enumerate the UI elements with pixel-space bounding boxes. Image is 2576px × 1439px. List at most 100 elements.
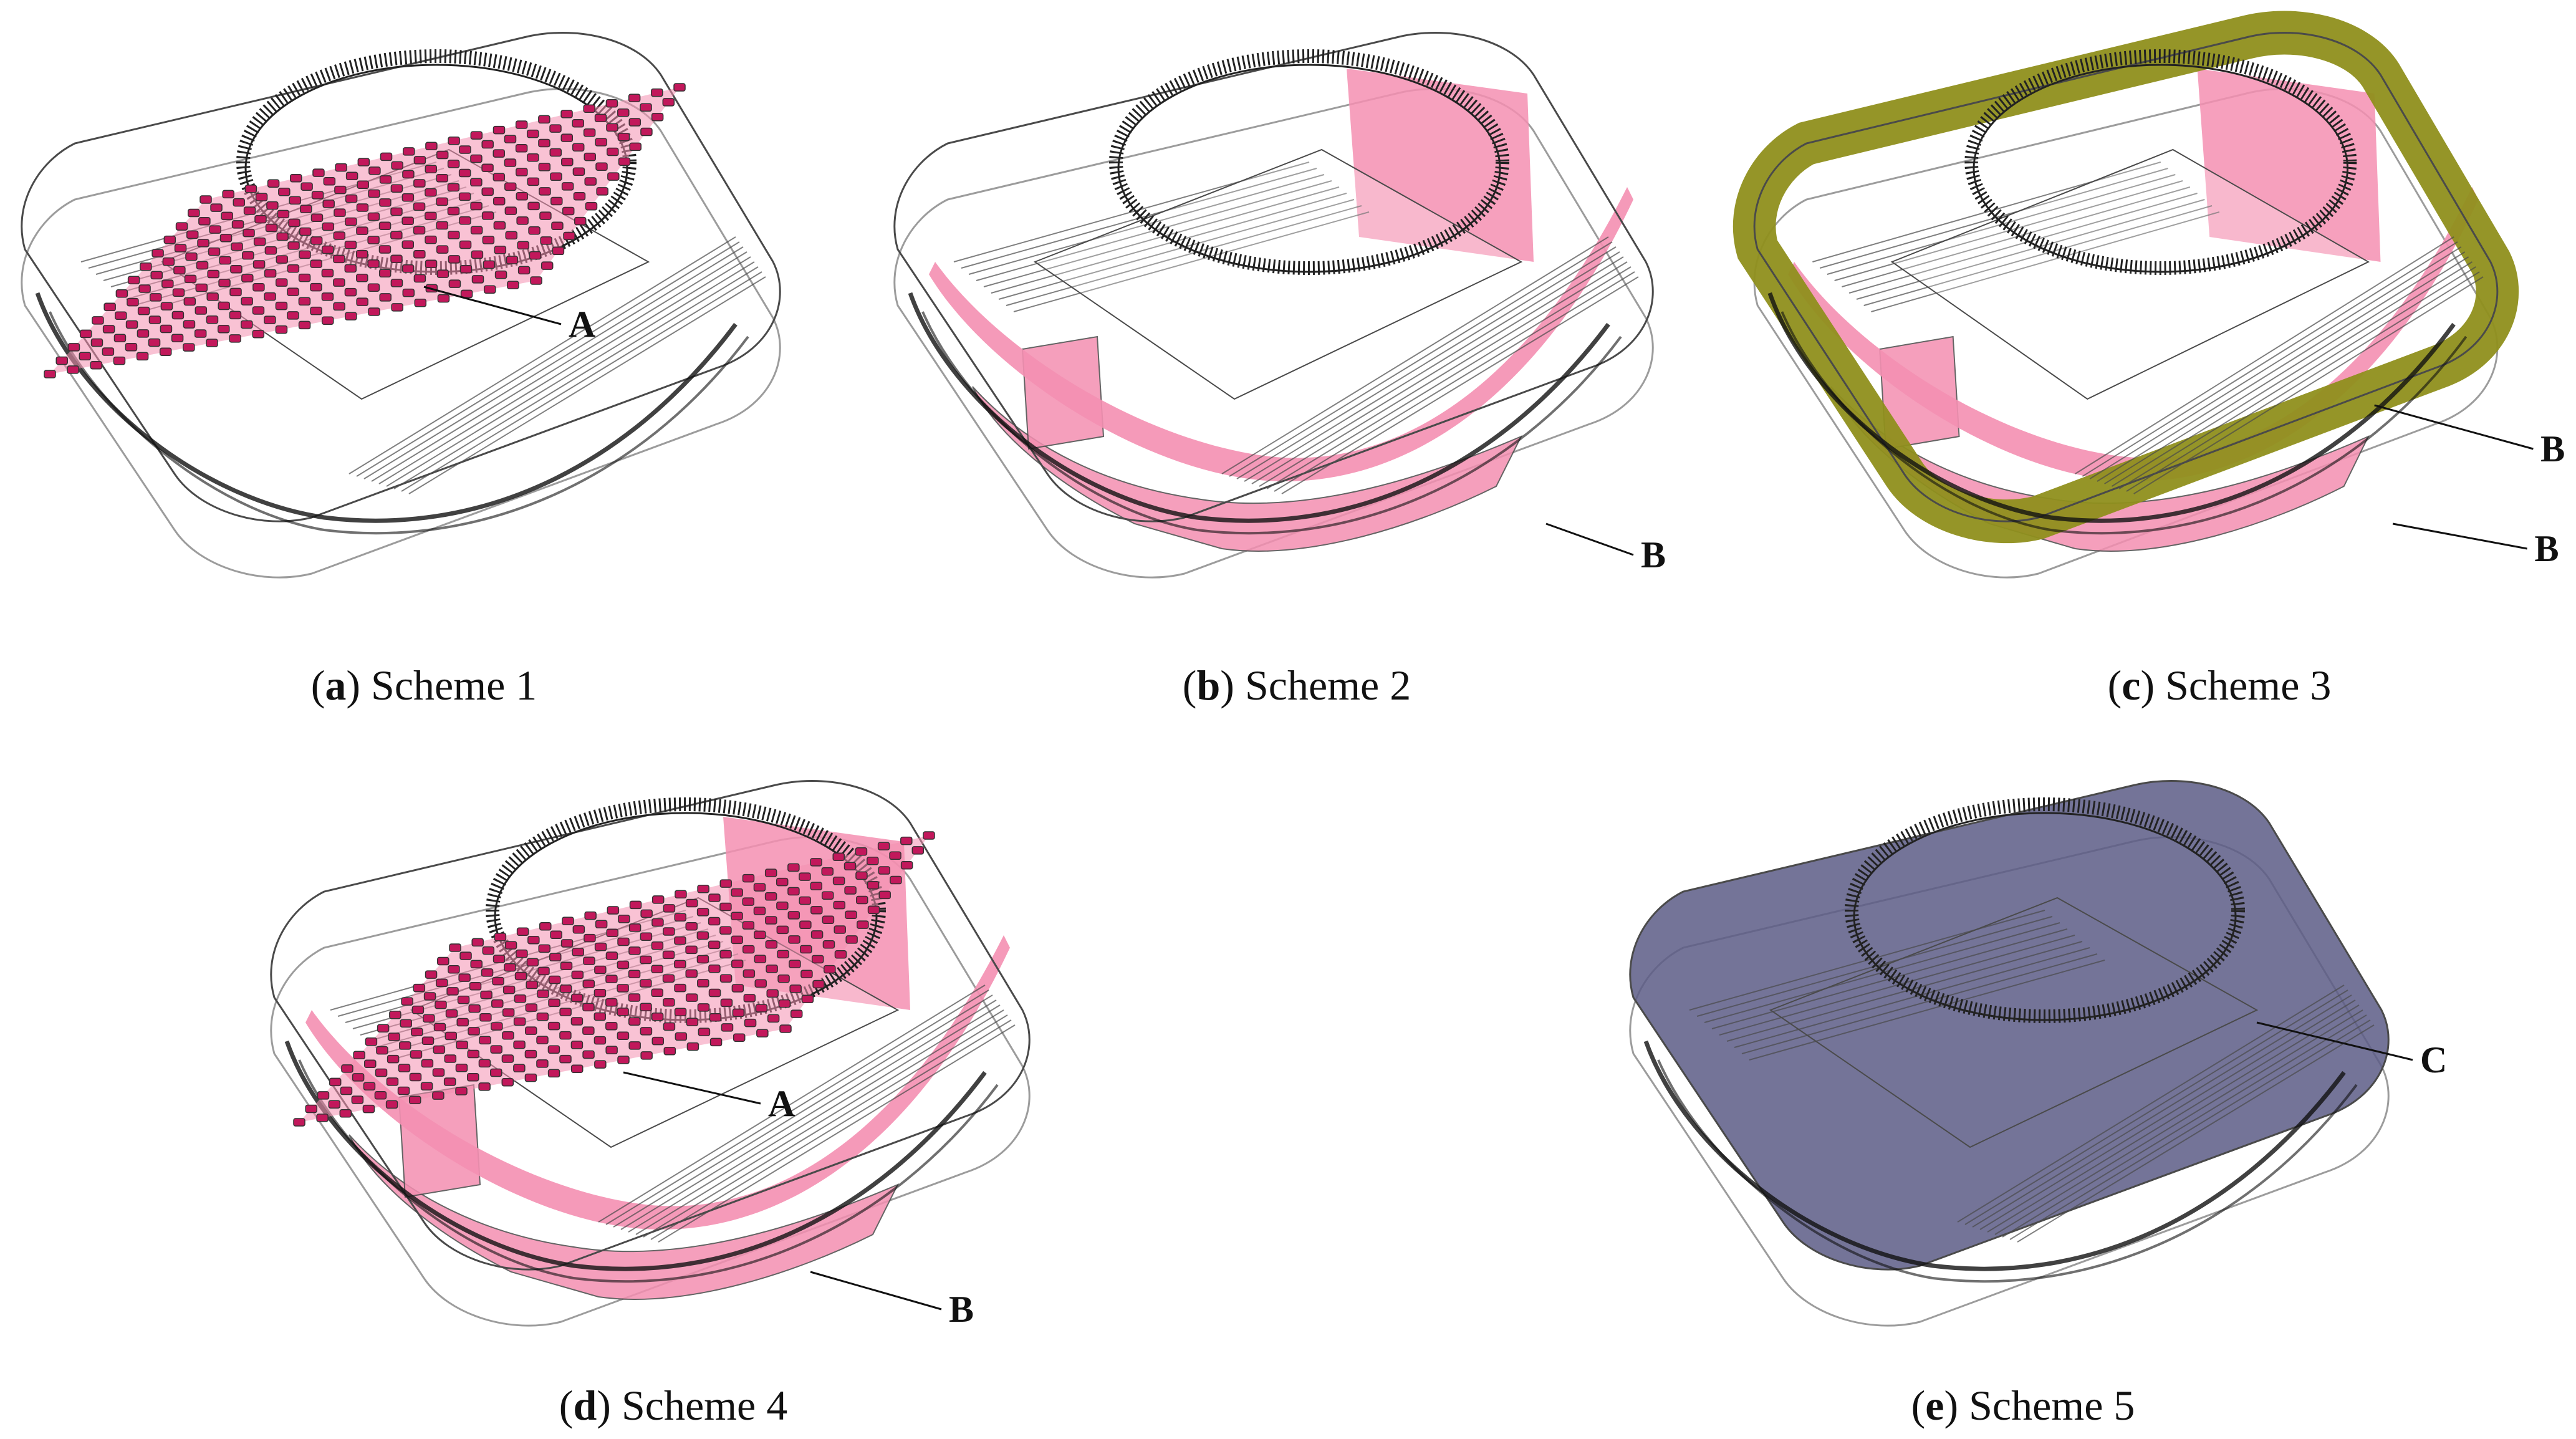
grid-cell <box>685 898 698 908</box>
grid-cell <box>696 908 709 917</box>
grid-cell <box>174 244 187 253</box>
grid-cell <box>617 960 630 970</box>
grid-cell <box>206 315 219 324</box>
grid-cell <box>458 192 471 201</box>
stadium-drawing-c: BB <box>1733 11 2565 579</box>
grid-cell <box>456 1018 469 1027</box>
grid-cell <box>570 1017 584 1026</box>
grid-cell <box>436 150 449 160</box>
grid-cell <box>266 201 279 210</box>
stand-line <box>1726 941 2083 1042</box>
grid-cell <box>698 1028 711 1036</box>
stand-line <box>991 193 1347 294</box>
grid-cell <box>425 259 438 269</box>
grid-cell <box>300 205 312 213</box>
grid-cell <box>402 288 415 297</box>
grid-cell <box>584 152 597 161</box>
grid-cell <box>890 875 902 885</box>
grid-cell <box>507 281 519 289</box>
grid-cell <box>547 1021 560 1031</box>
grid-cell <box>524 1026 537 1035</box>
zone-b-stand-back <box>1347 69 1534 262</box>
grid-cell <box>606 123 618 132</box>
oculus-ring <box>1964 49 2357 275</box>
grid-cell <box>267 179 280 188</box>
grid-cell <box>457 995 470 1004</box>
grid-cell <box>321 269 334 277</box>
grid-cell <box>493 125 506 135</box>
grid-cell <box>252 329 265 339</box>
grid-cell <box>843 862 857 870</box>
grid-cell <box>502 1031 514 1040</box>
grid-cell <box>732 1008 745 1018</box>
grid-cell <box>550 196 563 206</box>
grid-cell <box>685 993 698 1002</box>
grid-cell <box>719 974 733 983</box>
grid-cell <box>344 240 357 249</box>
grid-cell <box>536 1059 549 1068</box>
grid-cell <box>594 113 607 122</box>
grid-cell <box>529 251 542 260</box>
grid-cell <box>276 232 289 241</box>
grid-cell <box>398 1041 411 1050</box>
grid-cell <box>206 292 219 301</box>
grid-cell <box>788 935 800 944</box>
grid-cell <box>219 256 231 265</box>
grid-cell <box>140 262 152 271</box>
grid-cell <box>504 135 517 143</box>
grid-cell <box>92 316 104 325</box>
grid-cell <box>719 879 733 888</box>
callout-label: B <box>949 1289 974 1330</box>
grid-cell <box>594 1060 607 1069</box>
grid-cell <box>241 274 254 282</box>
grid-cell <box>481 163 494 172</box>
grid-cell <box>628 923 642 932</box>
grid-cell <box>607 172 620 181</box>
grid-cell <box>867 857 879 865</box>
grid-cell <box>559 1054 572 1064</box>
grid-cell <box>559 1031 572 1040</box>
stand-line <box>1281 276 1639 494</box>
grid-cell <box>389 1010 401 1019</box>
grid-cell <box>231 242 243 251</box>
grid-cell <box>709 1013 722 1022</box>
grid-cell <box>310 306 322 315</box>
grid-cell <box>367 283 380 292</box>
grid-cell <box>413 226 426 235</box>
grid-cell <box>231 220 244 229</box>
grid-cell <box>594 1012 607 1021</box>
grid-cell <box>230 265 243 274</box>
grid-cell <box>171 334 184 342</box>
roof-outline <box>1629 780 2390 1271</box>
grid-cell <box>171 310 185 320</box>
grid-cell <box>674 913 686 922</box>
grid-cell <box>697 979 709 988</box>
stand-line <box>598 984 986 1223</box>
grid-cell <box>686 1018 699 1026</box>
grid-cell <box>776 901 789 910</box>
stand-line <box>1871 211 2220 312</box>
grid-cell <box>252 306 265 315</box>
grid-cell <box>386 1077 399 1086</box>
grid-cell <box>293 1118 305 1127</box>
grid-cell <box>433 1045 446 1054</box>
grid-cell <box>491 999 504 1008</box>
grid-cell <box>209 225 221 234</box>
grid-cell <box>753 883 766 892</box>
grid-cell <box>391 303 403 312</box>
grid-cell <box>458 973 471 982</box>
grid-cell <box>289 196 301 205</box>
grid-cell <box>287 264 300 273</box>
grid-cell <box>628 946 641 955</box>
grid-cell <box>663 998 675 1007</box>
grid-cell <box>459 240 472 249</box>
grid-cell <box>811 955 824 964</box>
grid-cell <box>482 946 495 955</box>
grid-cell <box>767 1014 780 1023</box>
grid-cell <box>414 298 427 307</box>
grid-cell <box>456 1041 468 1049</box>
grid-cell <box>468 1004 481 1013</box>
grid-cell <box>432 1068 445 1077</box>
grid-cell <box>195 306 208 315</box>
